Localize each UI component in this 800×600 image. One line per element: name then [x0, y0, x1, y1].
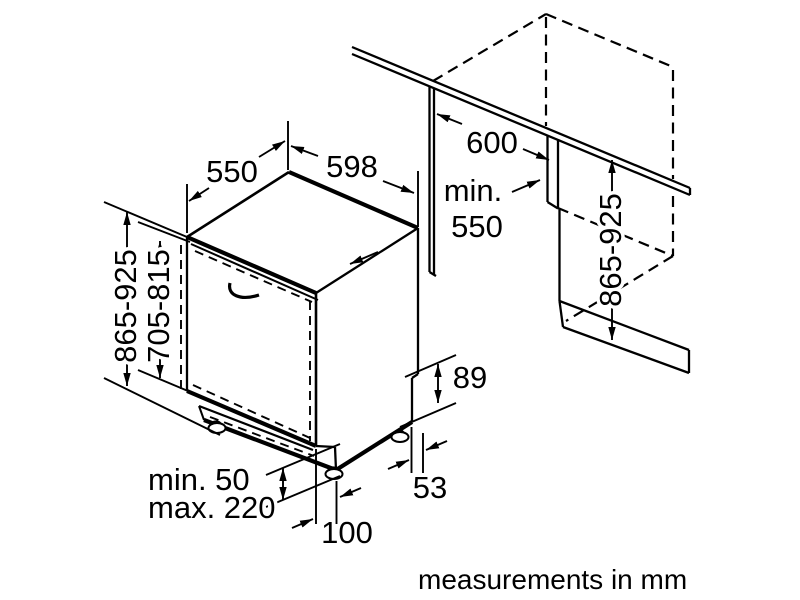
dim-top-depth: 550: [188, 140, 286, 202]
caption-units: measurements in mm: [418, 564, 687, 595]
right-cabinet-panel: [546, 135, 561, 301]
dim-door-panel-height: 705-815: [138, 241, 180, 378]
dim-label-appliance-height: 865-925: [108, 249, 143, 363]
dim-label-front-width: 598: [326, 149, 378, 184]
cabinet-plinth: [558, 299, 691, 375]
dim-plinth-clearance: min. 50 max. 220: [145, 459, 287, 529]
dim-front-width: 598: [290, 145, 415, 194]
left-cabinet-panel: [428, 86, 437, 277]
extension-lines: [103, 121, 457, 524]
dim-front-foot-inset: 100: [291, 487, 376, 554]
dim-appliance-height: 865-925: [105, 212, 147, 386]
dim-label-niche-height: 865-925: [593, 193, 628, 307]
dim-niche-depth: min. 550: [349, 170, 541, 265]
dim-label-plinth-max: max. 220: [148, 490, 276, 525]
dim-label-top-depth: 550: [206, 154, 258, 189]
worktop: [351, 45, 692, 197]
niche-dashed-outline: [432, 12, 675, 322]
dim-rear-foot-inset: 53: [387, 440, 451, 509]
dim-niche-width: 600: [436, 113, 550, 164]
dishwasher-door: [180, 237, 319, 448]
dim-label-door-panel-height: 705-815: [141, 249, 176, 363]
dim-rear-recess: 89: [434, 357, 491, 403]
dim-label-front-foot-inset: 100: [321, 515, 373, 550]
dim-label-niche-depth-min: min.: [444, 173, 503, 208]
dim-label-rear-foot-inset: 53: [413, 470, 447, 505]
dishwasher-body: [186, 170, 420, 472]
dim-label-rear-recess: 89: [453, 360, 487, 395]
dim-niche-height: 865-925: [590, 160, 632, 340]
dim-label-plinth-min: min. 50: [148, 462, 250, 497]
door-handle-icon: [228, 282, 260, 299]
dim-label-niche-width: 600: [466, 125, 518, 160]
foot-right: [390, 429, 410, 443]
dim-label-niche-depth-value: 550: [451, 209, 503, 244]
